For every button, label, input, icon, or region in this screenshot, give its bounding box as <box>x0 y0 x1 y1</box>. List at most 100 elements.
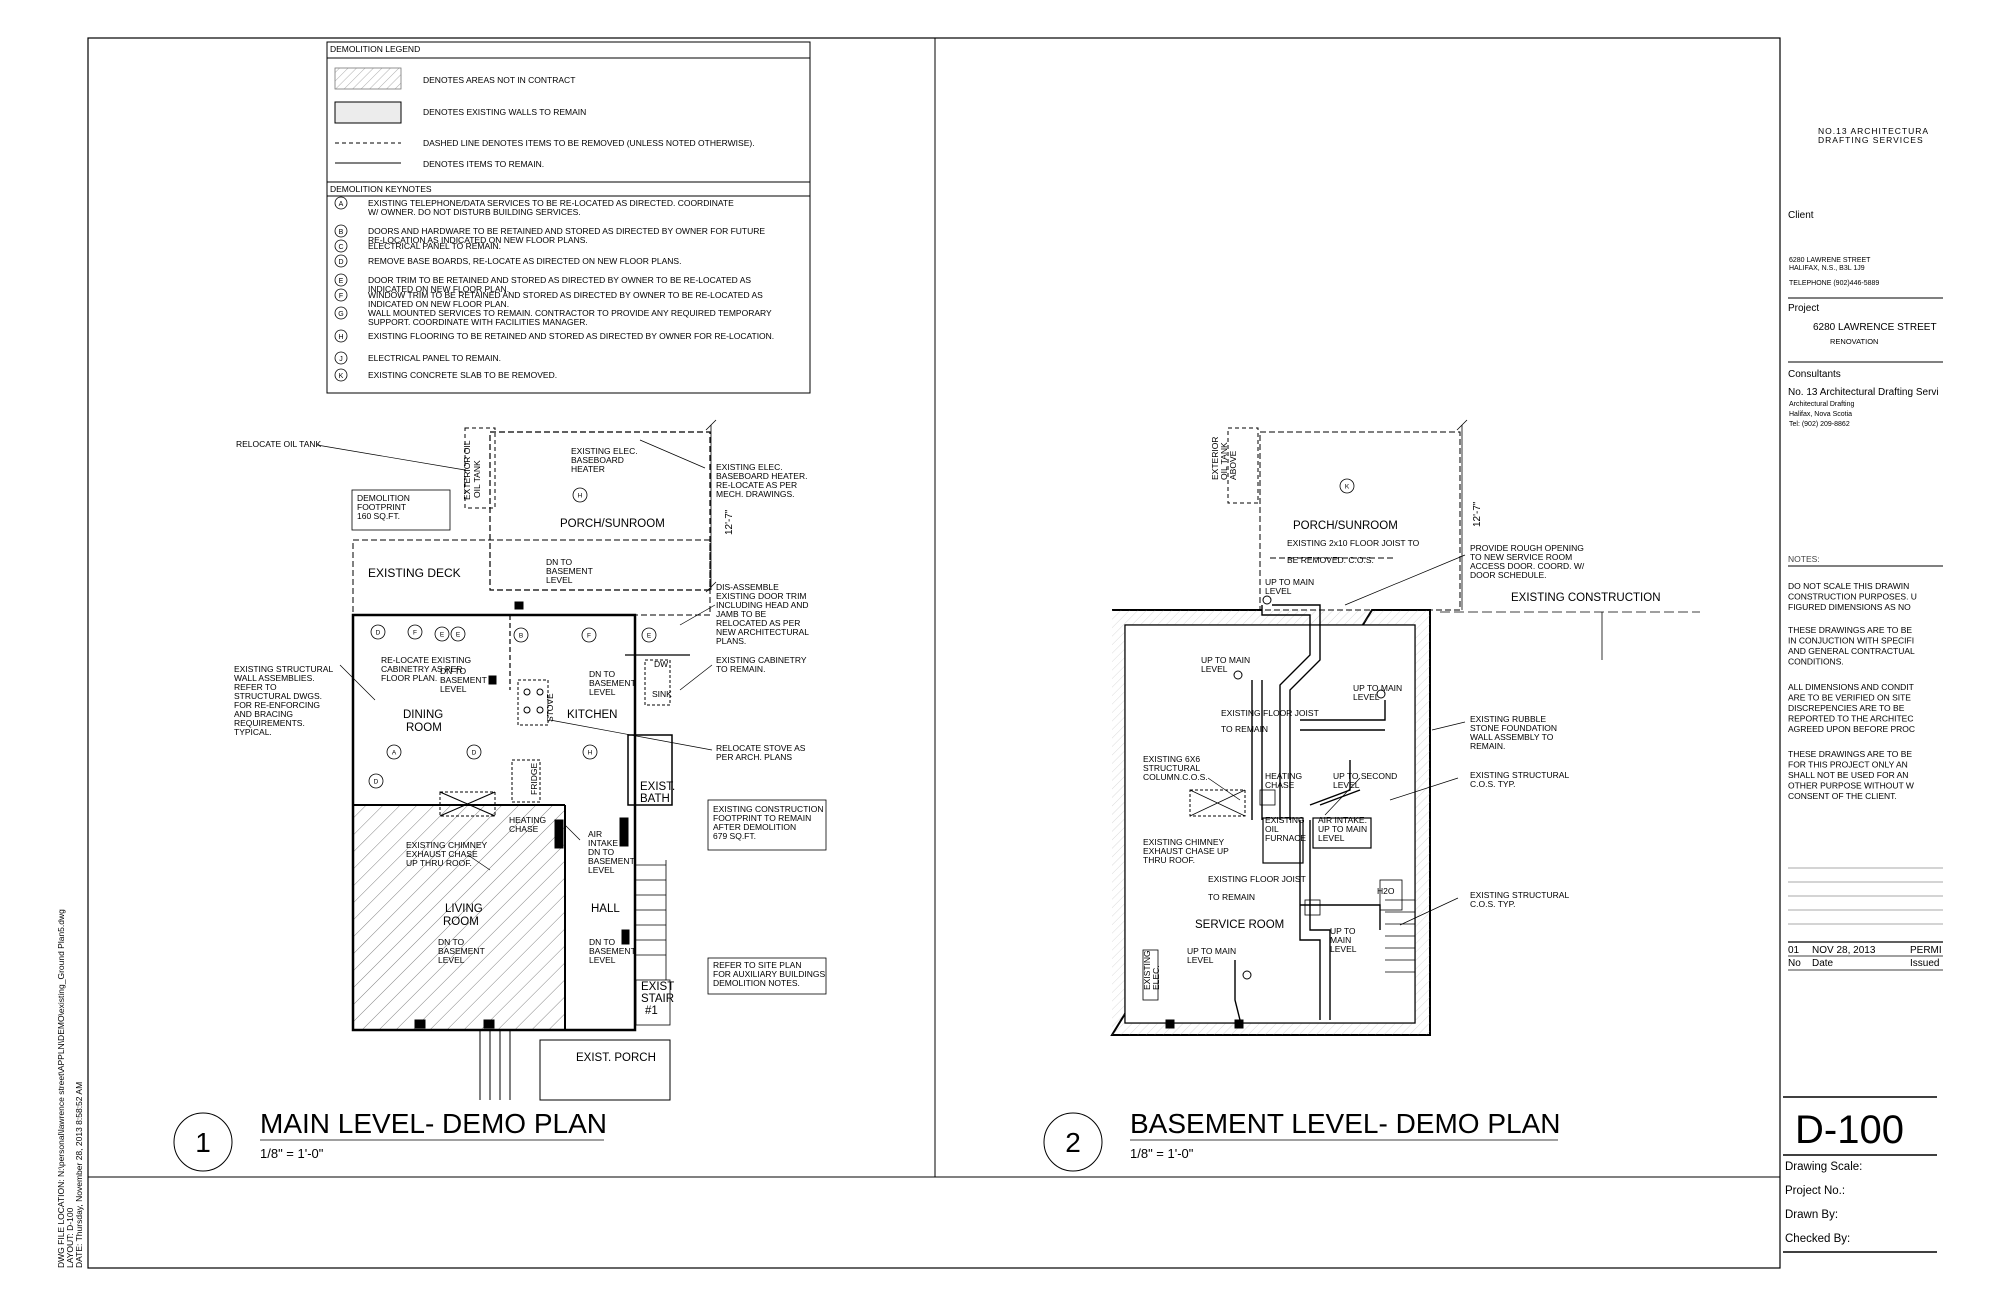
note-air-intake: LEVEL <box>588 865 615 875</box>
keynote-key: A <box>339 201 344 208</box>
keynote-key: G <box>338 311 343 318</box>
note-structural-walls: FOR RE-ENFORCING <box>234 700 320 710</box>
note-heating-chase: CHASE <box>509 824 539 834</box>
note-demo-footprint: DEMOLITION <box>357 493 410 503</box>
label-ext-oil-tank-2: OIL TANK <box>472 460 482 498</box>
label-h2o: H2O <box>1377 886 1395 896</box>
note-dn-basement: BASEMENT <box>438 946 485 956</box>
plan-keynote-letter: H <box>578 493 583 500</box>
keynote-bubble <box>334 306 348 320</box>
plan-keynote-letter: B <box>519 633 523 640</box>
keynote-key: B <box>339 229 344 236</box>
plan-keynote-letter: E <box>456 632 461 639</box>
keynote-text: INDICATED ON NEW FLOOR PLAN. <box>368 299 509 309</box>
note-floor-joist: EXISTING 2x10 FLOOR JOIST TO <box>1287 538 1420 548</box>
keynote-bubble <box>334 196 348 210</box>
plan-keynote-letter: A <box>392 750 397 757</box>
note-air-intake: BASEMENT <box>588 856 635 866</box>
plan-keynote-bubble <box>513 627 529 643</box>
note-structural-walls: AND BRACING <box>234 709 293 719</box>
label-ext-oil-tank: EXTERIOR <box>1210 437 1220 480</box>
plan-number-basement: 2 <box>1065 1127 1081 1158</box>
keynote-text: REMOVE BASE BOARDS, RE-LOCATE AS DIRECTE… <box>368 256 681 266</box>
firm-name: NO.13 ARCHITECTURA <box>1818 126 1929 136</box>
note-dn-basement: BASEMENT <box>546 566 593 576</box>
title-block-note: ARE TO BE VERIFIED ON SITE <box>1788 693 1911 703</box>
plan-title-basement: 2 BASEMENT LEVEL- DEMO PLAN 1/8" = 1'-0" <box>1043 1108 1561 1172</box>
note-column: EXISTING 6X6 <box>1143 754 1200 764</box>
note-structural-walls: REQUIREMENTS. <box>234 718 305 728</box>
note-cabinetry-remain: TO REMAIN. <box>716 664 765 674</box>
note-dn-basement: DN TO <box>589 669 616 679</box>
plan-keynote-bubble <box>1339 478 1355 494</box>
revision-header-no: No <box>1788 958 1801 969</box>
note-existing-heater: EXISTING ELEC. <box>571 446 638 456</box>
note-structural-cos: EXISTING STRUCTURAL <box>1470 770 1569 780</box>
note-air-intake: AIR <box>588 829 602 839</box>
note-construction-footprint: EXISTING CONSTRUCTION <box>713 804 824 814</box>
field-drawn-by: Drawn By: <box>1785 1209 1838 1221</box>
keynote-bubble <box>334 239 348 253</box>
plan-keynote-letter: D <box>472 750 477 757</box>
legend-swatch-hatch <box>334 67 402 90</box>
label-existing-construction: EXISTING CONSTRUCTION <box>1511 592 1661 604</box>
note-heating-chase: CHASE <box>1265 780 1295 790</box>
note-furnace: EXISTING <box>1265 815 1305 825</box>
title-block-note: OTHER PURPOSE WITHOUT W <box>1788 781 1914 791</box>
room-stair-3: #1 <box>645 1005 658 1017</box>
note-up-main: UP TO MAIN <box>1265 577 1314 587</box>
sheet-border <box>87 37 1781 1269</box>
plan-keynote-bubble <box>641 627 657 643</box>
note-existing-elec: ELEC. <box>1151 965 1161 990</box>
note-up-main: UP TO <box>1330 926 1356 936</box>
note-dn-basement: LEVEL <box>589 955 616 965</box>
plan-keynote-letter: K <box>1345 484 1350 491</box>
note-dn-basement: DN TO <box>546 557 573 567</box>
note-dn-basement: LEVEL <box>438 955 465 965</box>
room-existing-deck: EXISTING DECK <box>368 566 461 580</box>
main-plan-labels: PORCH/SUNROOM EXISTING DECK DINING ROOM … <box>236 439 735 1064</box>
keynote-bubble <box>334 351 348 365</box>
basement-plan <box>1110 419 1700 1036</box>
note-site-plan: DEMOLITION NOTES. <box>713 978 800 988</box>
demolition-legend: DEMOLITION LEGEND DENOTES AREAS NOT IN C… <box>326 41 811 394</box>
note-floor-joist-remain: TO REMAIN <box>1208 892 1255 902</box>
sheet-number: D-100 <box>1795 1108 1904 1152</box>
legend-title: DEMOLITION LEGEND <box>330 44 420 54</box>
consultant-line: Architectural Drafting <box>1789 401 1854 408</box>
keynote-text: DOOR TRIM TO BE RETAINED AND STORED AS D… <box>368 275 751 285</box>
label-ext-oil-tank: EXTERIOR OIL <box>462 440 472 500</box>
keynote-bubbles-basement: K <box>1339 478 1355 494</box>
note-relocate-stove: PER ARCH. PLANS <box>716 752 792 762</box>
note-disassemble: NEW ARCHITECTURAL <box>716 627 809 637</box>
note-rough-opening: TO NEW SERVICE ROOM <box>1470 552 1572 562</box>
dwg-location: DWG FILE LOCATION: N:\personal\lawrence … <box>56 909 66 1268</box>
room-stair: EXIST <box>641 981 674 993</box>
note-relocate-stove: RELOCATE STOVE AS <box>716 743 806 753</box>
plan-keynote-letter: F <box>413 630 417 637</box>
dimension-basement: 12'-7" <box>1472 501 1483 527</box>
note-demo-footprint: 160 SQ.FT. <box>357 511 400 521</box>
note-structural-walls: WALL ASSEMBLIES. <box>234 673 315 683</box>
note-chimney: EXHAUST CHASE UP <box>1143 846 1229 856</box>
note-disassemble: INCLUDING HEAD AND <box>716 600 809 610</box>
title-block-note: AND GENERAL CONTRACTUAL <box>1788 646 1915 656</box>
title-block-note: ALL DIMENSIONS AND CONDIT <box>1788 682 1914 692</box>
note-dn-basement: BASEMENT <box>440 675 487 685</box>
keynote-bubble <box>334 329 348 343</box>
title-block-note: SHALL NOT BE USED FOR AN <box>1788 770 1908 780</box>
note-disassemble: PLANS. <box>716 636 746 646</box>
plan-keynote-bubble <box>450 626 466 642</box>
note-heating-chase: HEATING <box>1265 771 1302 781</box>
note-up-main: MAIN <box>1330 935 1351 945</box>
note-floor-joist-remain: TO REMAIN <box>1221 724 1268 734</box>
title-block-note: CONSTRUCTION PURPOSES. U <box>1788 592 1917 602</box>
note-heater-relocate: RE-LOCATE AS PER <box>716 480 797 490</box>
keynote-text: ELECTRICAL PANEL TO REMAIN. <box>368 241 501 251</box>
title-block-note: DISCREPENCIES ARE TO BE <box>1788 703 1905 713</box>
